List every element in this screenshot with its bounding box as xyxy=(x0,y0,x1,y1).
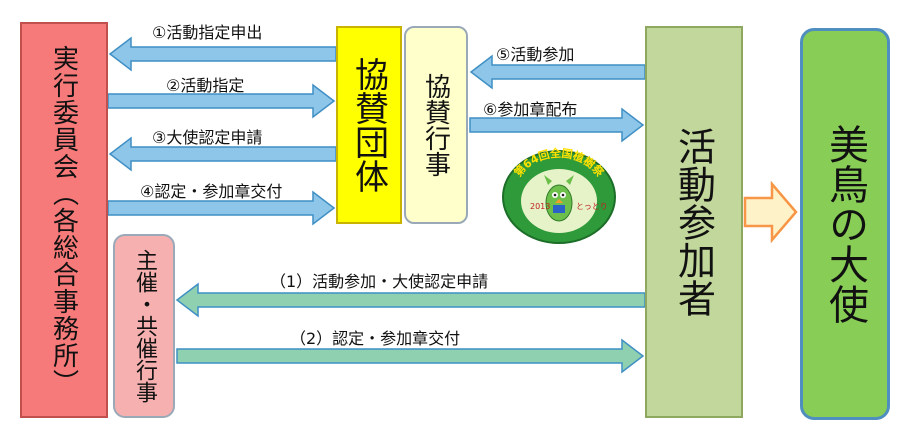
label-participation-application: （1）活動参加・大使認定申請 xyxy=(270,272,489,291)
arrow-to-ambassador xyxy=(743,180,798,244)
label-certify-issue-host: （2）認定・参加章交付 xyxy=(290,329,461,348)
label-badge-distribution: ⑥参加章配布 xyxy=(483,100,578,119)
sponsor-event-label: 協賛行事 xyxy=(420,73,451,177)
executive-committee-label: 実行委員会（各総合事務所） xyxy=(48,44,79,396)
arrow-badge-distribution xyxy=(469,107,645,143)
host-event-label: 主催・共催行事 xyxy=(132,249,157,403)
emblem-year: 2013 xyxy=(530,202,550,211)
arrow-certify-issue-host xyxy=(176,338,645,374)
arrow-certify-issue xyxy=(107,190,336,226)
ambassador-box: 美鳥の大使 xyxy=(800,28,890,420)
tree-festival-emblem: 第64回全国植樹祭 2013 とっとり xyxy=(502,146,616,244)
arrow-participation xyxy=(469,54,646,90)
label-participation: ⑤活動参加 xyxy=(496,45,575,64)
arrow-apply-designation xyxy=(108,36,337,72)
arrow-ambassador-apply xyxy=(108,136,337,172)
label-ambassador-apply: ③大使認定申請 xyxy=(152,128,263,147)
emblem-place: とっとり xyxy=(576,202,608,211)
sponsor-group-label: 協賛団体 xyxy=(348,57,389,193)
label-designation: ②活動指定 xyxy=(166,76,245,95)
label-apply-designation: ①活動指定申出 xyxy=(152,23,263,42)
sponsor-group-box: 協賛団体 xyxy=(336,26,402,224)
arrow-participation-application xyxy=(175,282,646,318)
ambassador-label: 美鳥の大使 xyxy=(822,124,868,324)
arrow-designation xyxy=(107,83,336,119)
sponsor-event-box: 協賛行事 xyxy=(404,26,468,224)
host-event-box: 主催・共催行事 xyxy=(113,234,175,418)
label-certify-issue: ④認定・参加章交付 xyxy=(140,182,283,201)
executive-committee-box: 実行委員会（各総合事務所） xyxy=(20,22,108,418)
participants-box: 活動参加者 xyxy=(645,26,743,418)
participants-label: 活動参加者 xyxy=(671,127,716,317)
